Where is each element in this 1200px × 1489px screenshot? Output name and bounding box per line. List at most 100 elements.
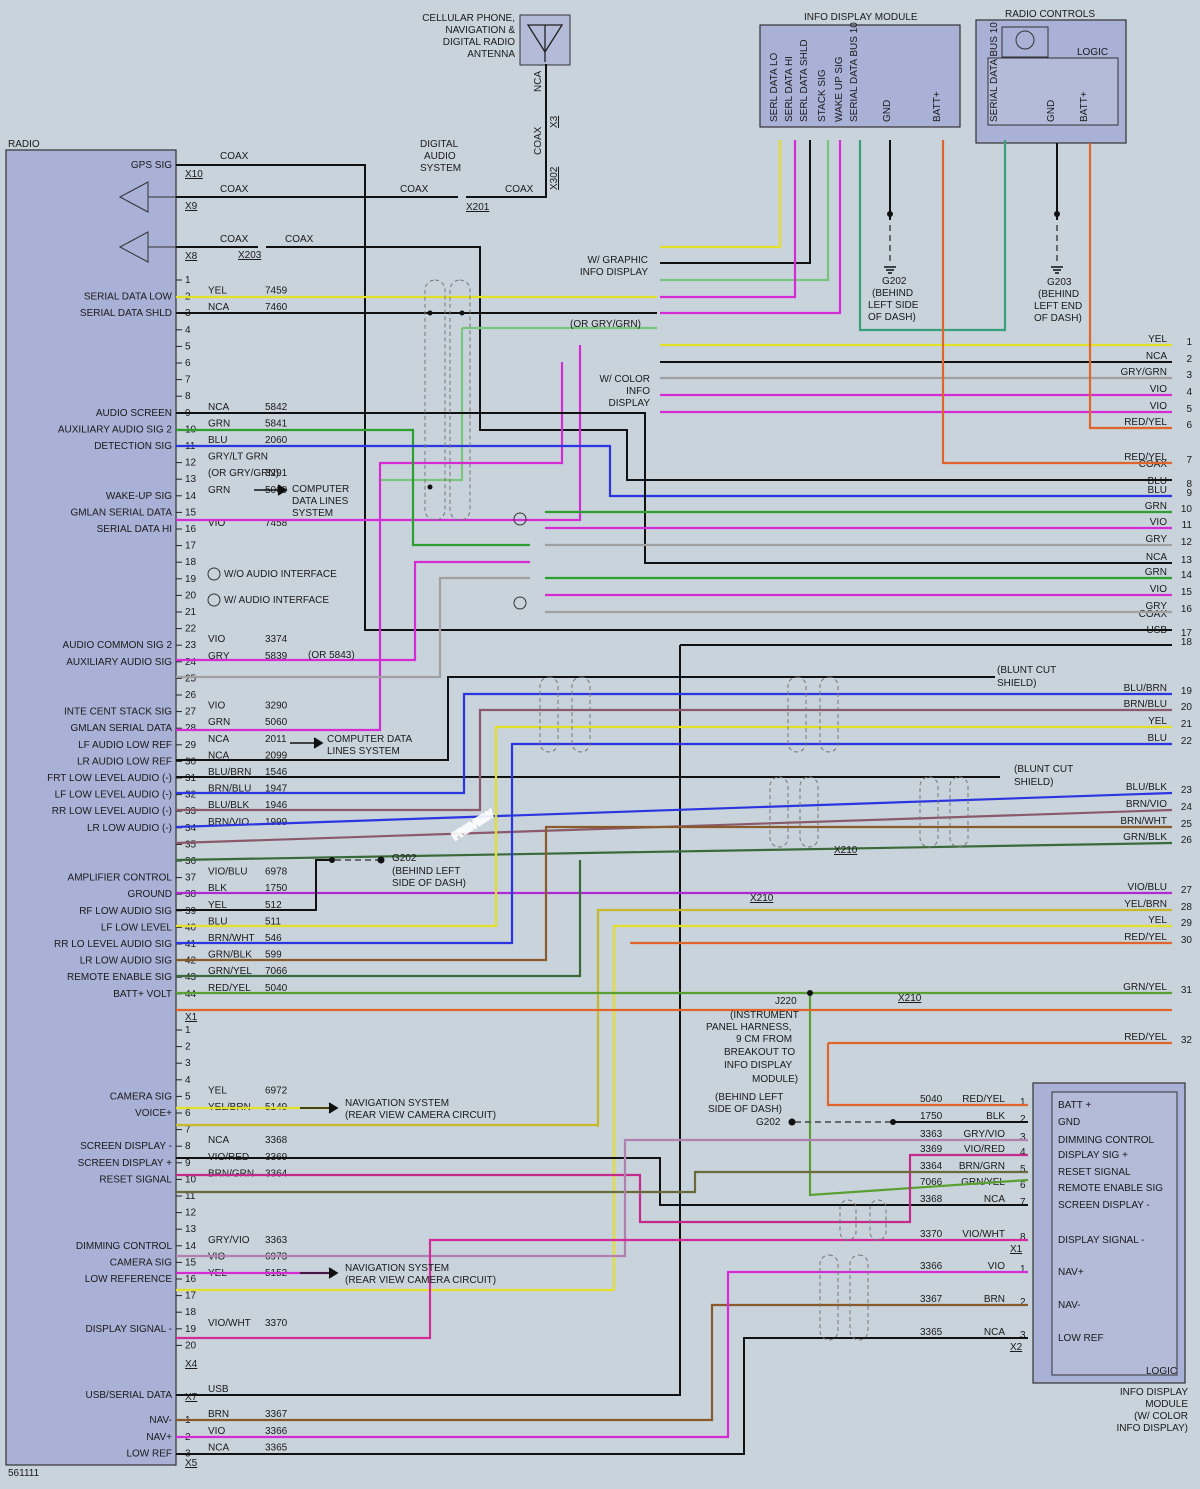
radio-controls-logic-label: LOGIC	[1077, 47, 1108, 58]
pin-number: 13	[185, 1224, 197, 1235]
wire-color: VIO	[208, 701, 225, 712]
wire-color: BLK	[208, 883, 227, 894]
wire-color: YEL	[208, 286, 227, 297]
wo-audio: W/O AUDIO INTERFACE	[224, 569, 337, 580]
right-pin-number: 24	[1181, 802, 1193, 813]
pin-label: INTE CENT STACK SIG	[64, 707, 172, 718]
circuit-number: 3365	[265, 1443, 288, 1454]
pin-label: AUDIO SCREEN	[96, 408, 172, 419]
circuit-number: 1750	[265, 883, 288, 894]
pin-number: 43	[185, 972, 197, 983]
info-pin-number: 7	[1020, 1197, 1026, 1208]
w-audio: W/ AUDIO INTERFACE	[224, 595, 329, 606]
pin-number: 36	[185, 856, 197, 867]
right-pin-number: 21	[1181, 719, 1193, 730]
right-pin-number: 30	[1181, 935, 1193, 946]
pin-number: 35	[185, 839, 197, 850]
pin-number: 8	[185, 391, 191, 402]
pin-label: SCREEN DISPLAY +	[78, 1158, 173, 1169]
wire-color: VIO	[208, 1426, 225, 1437]
j220-4: BREAKOUT TO	[724, 1047, 795, 1058]
pin-label: AUDIO COMMON SIG 2	[63, 640, 173, 651]
radio-title: RADIO	[8, 139, 40, 150]
right-wire-color: BRN/WHT	[1120, 816, 1167, 827]
circuit-number: 512	[265, 900, 282, 911]
circuit-number: 5040	[265, 983, 288, 994]
g202-top-2: (BEHIND	[872, 288, 913, 299]
circuit-number: 5060	[265, 717, 288, 728]
pin-number: 29	[185, 740, 197, 751]
pin-number: 1	[185, 1025, 191, 1036]
idm-pin-label: BATT+	[932, 91, 943, 122]
ground-g202-mid-icon	[377, 856, 385, 864]
pin-number: 17	[185, 1291, 197, 1302]
info-circuit: 3369	[920, 1144, 943, 1155]
right-pin-number: 31	[1181, 985, 1193, 996]
conn-x9: X9	[185, 201, 198, 212]
pin-number: 4	[185, 1075, 191, 1086]
right-pin-number: 23	[1181, 785, 1193, 796]
info-color: VIO	[988, 1261, 1005, 1272]
right-wire-color: YEL/BRN	[1124, 899, 1167, 910]
arrow-icon-4	[300, 1267, 339, 1279]
right-wire-color: VIO	[1150, 401, 1167, 412]
info-pin-label: RESET SIGNAL	[1058, 1167, 1131, 1178]
info-pin-number: 3	[1020, 1132, 1026, 1143]
pin-label: WAKE-UP SIG	[106, 491, 172, 502]
pin-label: LOW REF	[126, 1449, 172, 1460]
splice-j228-bottom	[890, 1119, 896, 1125]
idm-pin-label: WAKE UP SIG	[834, 56, 845, 122]
pin-number: 16	[185, 524, 197, 535]
right-wire-color: GRY	[1146, 534, 1168, 545]
right-pin-number: 14	[1181, 570, 1193, 581]
right-pin-number: 17	[1181, 628, 1193, 639]
circuit-number: 599	[265, 950, 282, 961]
pin-label: RR LOW LEVEL AUDIO (-)	[52, 806, 172, 817]
g203-2: (BEHIND	[1038, 289, 1079, 300]
circuit-number: 3291	[265, 468, 288, 479]
radio-controls-logic	[987, 57, 1119, 126]
info-display-title: INFO DISPLAY MODULE	[804, 12, 918, 23]
g202-mid-3: SIDE OF DASH)	[392, 878, 466, 889]
conn-x10: X10	[185, 169, 203, 180]
right-wire-color: NCA	[1146, 351, 1167, 362]
info-pin-number: 6	[1020, 1180, 1026, 1191]
pin-number: 3	[185, 1058, 191, 1069]
right-wire-color: RED/YEL	[1124, 1032, 1167, 1043]
info-pin-label: DIMMING CONTROL	[1058, 1135, 1155, 1146]
ground-g202-bottom-icon	[788, 1118, 796, 1126]
conn-x210-c: X210	[898, 993, 922, 1004]
note-2-icon	[207, 593, 221, 607]
pin-number: 44	[185, 989, 197, 1000]
pin-number: 31	[185, 773, 197, 784]
info-circuit: 3370	[920, 1229, 943, 1240]
right-pin-number: 15	[1181, 587, 1193, 598]
pin-label: LF AUDIO LOW REF	[78, 740, 172, 751]
pin-number: 24	[185, 657, 197, 668]
pin-label: FRT LOW LEVEL AUDIO (-)	[47, 773, 172, 784]
info-pin-label: GND	[1058, 1117, 1080, 1128]
circuit-number: 7460	[265, 302, 288, 313]
circuit-number: 1546	[265, 767, 288, 778]
circuit-number: 1947	[265, 784, 288, 795]
g202-bot-1: (BEHIND LEFT	[715, 1092, 783, 1103]
pin-label: SERIAL DATA SHLD	[80, 308, 172, 319]
pin-number: 22	[185, 624, 197, 635]
note-2-icon-b	[513, 512, 527, 526]
right-pin-number: 10	[1181, 504, 1193, 515]
info-circuit: 3364	[920, 1161, 943, 1172]
info-color: RED/YEL	[962, 1094, 1005, 1105]
right-pin-number: 26	[1181, 835, 1193, 846]
radio-module	[5, 149, 177, 1466]
pin-number: 28	[185, 723, 197, 734]
circuit-number: 3374	[265, 634, 288, 645]
circuit-number: 7066	[265, 966, 288, 977]
antenna-label-2: NAVIGATION &	[445, 25, 515, 36]
gps-sig-label: GPS SIG	[131, 160, 172, 171]
conn-x4: X4	[185, 1359, 198, 1370]
wire-color: BRN/BLU	[208, 784, 251, 795]
g202-mid-2: (BEHIND LEFT	[392, 866, 460, 877]
ground-g202-top-icon	[884, 266, 896, 274]
right-pin-number: 13	[1181, 555, 1193, 566]
